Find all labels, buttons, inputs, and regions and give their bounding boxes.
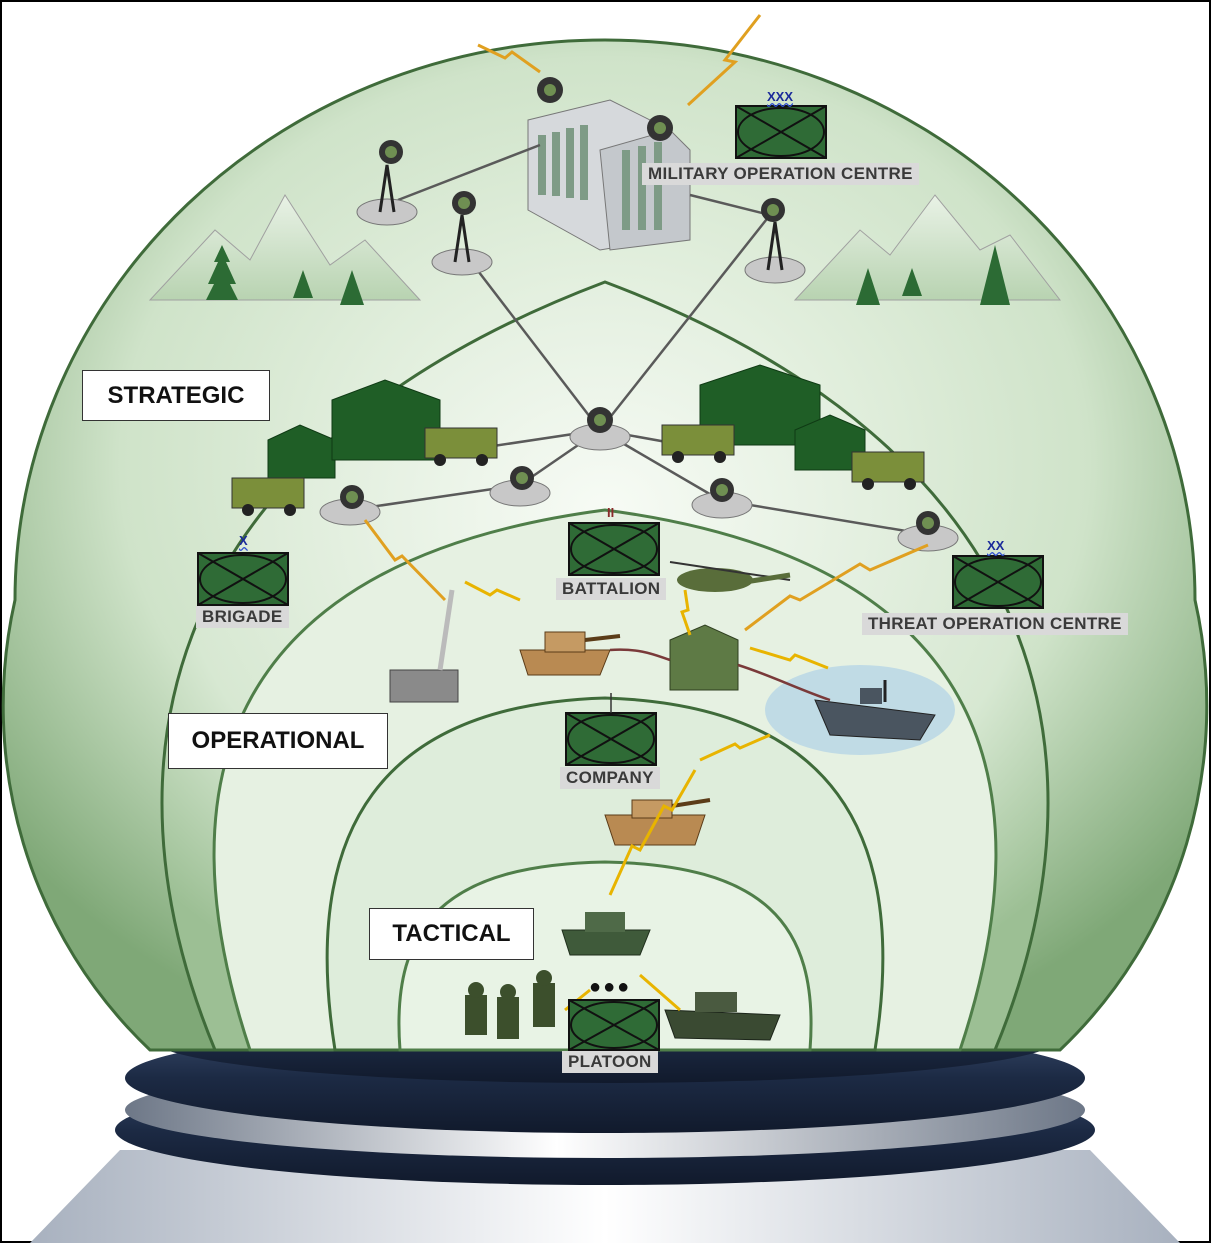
tank-icon bbox=[561, 912, 651, 956]
tank-icon bbox=[519, 631, 621, 676]
tank-icon bbox=[604, 798, 711, 846]
tower-icon bbox=[744, 198, 806, 284]
trees-right bbox=[856, 245, 1010, 305]
level-operational-label: OPERATIONAL bbox=[168, 713, 388, 769]
dish-icon bbox=[489, 466, 551, 507]
tower-icon bbox=[356, 140, 418, 226]
tactical-assets bbox=[465, 798, 781, 1041]
dish-icon bbox=[897, 511, 959, 552]
tent-icon bbox=[794, 414, 866, 471]
soldiers-icon bbox=[465, 970, 555, 1039]
dish-icon bbox=[647, 115, 673, 141]
company-label: COMPANY bbox=[560, 767, 660, 789]
truck-icon bbox=[231, 477, 305, 516]
battalion-label: BATTALION bbox=[556, 578, 667, 600]
helicopter-icon bbox=[669, 561, 791, 592]
dish-icon bbox=[569, 407, 631, 451]
level-strategic-label: STRATEGIC bbox=[82, 370, 270, 421]
cable-line bbox=[737, 663, 831, 702]
unit-symbol-company bbox=[565, 712, 657, 766]
tank-icon bbox=[664, 992, 781, 1041]
dish-icon bbox=[691, 478, 753, 519]
moc-echelon: XXX bbox=[767, 89, 794, 104]
artillery-icon bbox=[389, 589, 459, 703]
level-tactical-label: TACTICAL bbox=[369, 908, 534, 960]
antenna-icons bbox=[319, 77, 959, 552]
platoon-label: PLATOON bbox=[562, 1051, 658, 1073]
ship-icon bbox=[814, 680, 936, 741]
tower-icon bbox=[431, 191, 493, 276]
dish-icon bbox=[319, 485, 381, 526]
unit-symbol-brigade bbox=[197, 552, 289, 606]
unit-symbol-toc bbox=[952, 555, 1044, 609]
battalion-echelon: II bbox=[607, 505, 615, 520]
unit-symbol-platoon bbox=[568, 999, 660, 1051]
dish-icon bbox=[537, 77, 563, 103]
truck-icon bbox=[424, 427, 498, 466]
brigade-label: BRIGADE bbox=[196, 606, 289, 628]
platoon-echelon: ●●● bbox=[589, 976, 632, 998]
unit-symbol-moc bbox=[735, 105, 827, 159]
unit-symbols bbox=[197, 105, 1044, 1051]
unit-symbol-battalion bbox=[568, 522, 660, 576]
cable-line bbox=[609, 648, 671, 662]
truck-icons bbox=[231, 424, 925, 516]
toc-label: THREAT OPERATION CENTRE bbox=[862, 613, 1128, 635]
moc-label: MILITARY OPERATION CENTRE bbox=[642, 163, 919, 185]
trees-left bbox=[206, 245, 364, 305]
operational-assets bbox=[389, 561, 936, 741]
toc-echelon: XX bbox=[987, 538, 1005, 553]
truck-icon bbox=[661, 424, 735, 463]
truck-icon bbox=[851, 451, 925, 490]
brigade-echelon: X bbox=[239, 533, 248, 548]
